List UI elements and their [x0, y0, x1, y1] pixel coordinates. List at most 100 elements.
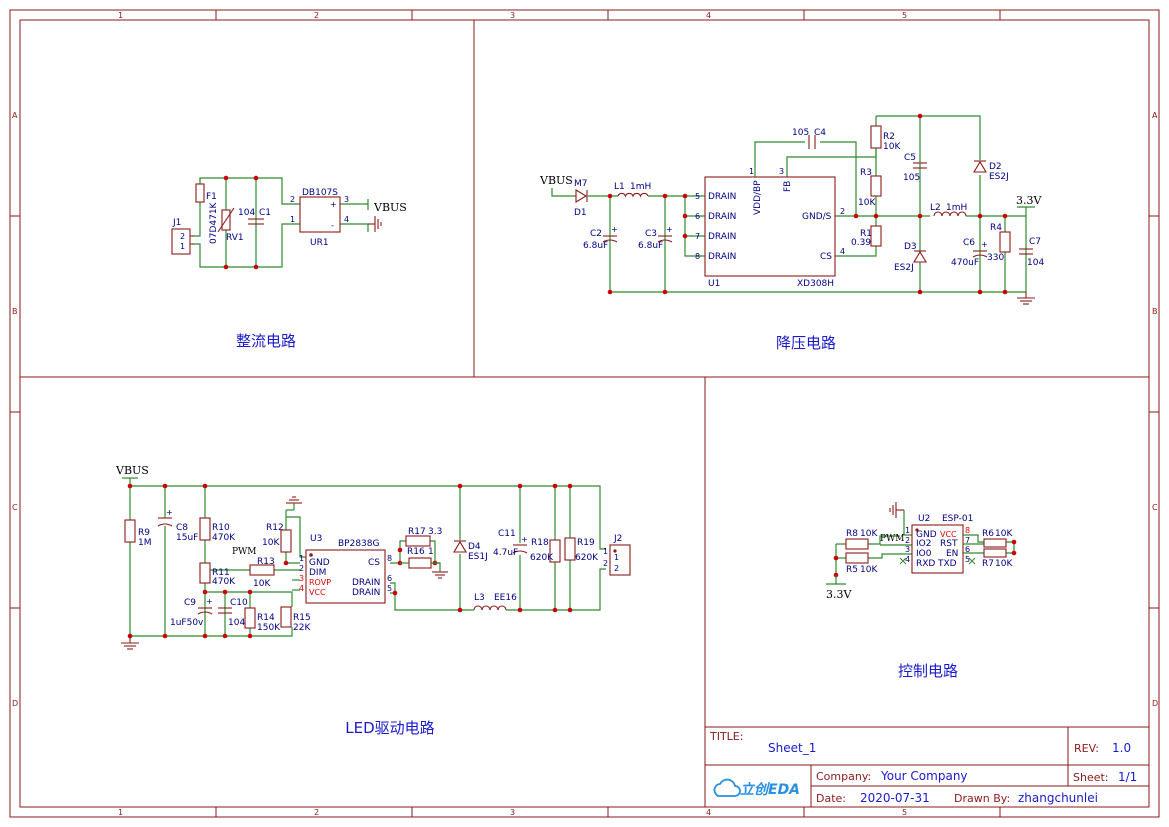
c5-ref: C5	[904, 153, 916, 163]
r18-resistor	[549, 539, 561, 563]
d3-ref: D3	[904, 242, 917, 252]
r19-resistor	[564, 537, 576, 561]
d1-diode	[575, 189, 588, 203]
r12-ref: R12	[266, 523, 284, 533]
u2-io2: IO2	[916, 539, 931, 549]
u2-rxd: RXD	[916, 559, 935, 569]
u2-value: ESP-01	[942, 514, 973, 524]
u2-esp01	[911, 524, 964, 574]
ur1-minus: -	[331, 221, 334, 230]
j1-ref: J1	[172, 218, 181, 228]
buck-vbus-label: VBUS	[539, 174, 573, 187]
f1-ref: F1	[206, 192, 217, 202]
r9-ref: R9	[138, 528, 150, 538]
c11-ref: C11	[498, 529, 516, 539]
drawn-label: Drawn By:	[954, 792, 1010, 805]
ur1-pin4: 4	[344, 215, 349, 224]
u3-value: BP2838G	[338, 539, 380, 549]
ruler-row-d: D	[12, 699, 18, 708]
section-title-control: 控制电路	[898, 662, 958, 680]
u3-drain-1: DRAIN	[352, 578, 380, 588]
ruler-row-d-right: D	[1152, 699, 1158, 708]
sheet-value: 1/1	[1118, 770, 1137, 784]
r13-ref: R13	[257, 557, 275, 567]
u2-pin4: 4	[905, 555, 910, 564]
c3-value: 6.8uF	[638, 241, 663, 251]
d3-value: ES2J	[894, 263, 914, 273]
c11-value: 4.7uF	[493, 548, 518, 558]
led-gnd-bottom-symbol	[121, 636, 139, 650]
ruler-col-4-bottom: 4	[706, 808, 711, 817]
r2-ref: R2	[883, 132, 895, 142]
ruler-col-4: 4	[706, 11, 711, 20]
u1-fb: FB	[783, 181, 793, 192]
ur1-pin3: 3	[344, 195, 349, 204]
buck-gnd-symbol	[1017, 292, 1035, 305]
r18-value: 620K	[530, 553, 554, 563]
rectifier-circuit: J1 2 1 F1 RV1 07D471K 104 C1 DB107S UR1 …	[171, 175, 407, 270]
j2-pin2: 2	[614, 564, 619, 573]
u1-pin8: 8	[695, 252, 700, 261]
u2-pin2: 2	[905, 536, 910, 545]
ruler-col-3: 3	[510, 11, 515, 20]
r6-resistor	[983, 538, 1007, 548]
c9-plus: +	[206, 597, 213, 606]
l1-ref: L1	[614, 182, 625, 192]
d4-ref: D4	[468, 542, 481, 552]
ur1-pin1: 1	[290, 215, 295, 224]
c9-ref: C9	[184, 598, 196, 608]
u2-gnd: GND	[916, 530, 937, 540]
r6-value: 10K	[995, 529, 1013, 539]
r15-value: 22K	[293, 623, 311, 633]
c6-plus: +	[981, 240, 988, 249]
u3-pin1: 1	[299, 554, 304, 563]
u1-pin4: 4	[840, 247, 845, 256]
u3-pin6: 6	[387, 574, 392, 583]
ctrl-gnd-symbol	[889, 502, 904, 518]
u2-pin3: 3	[905, 545, 910, 554]
rev-value: 1.0	[1112, 741, 1131, 755]
d4-value: ES1J	[468, 552, 488, 562]
u1-pin1: 1	[749, 167, 754, 176]
c7-ref: C7	[1029, 237, 1041, 247]
u1-gnd-s: GND/S	[802, 212, 832, 222]
title-value: Sheet_1	[768, 741, 816, 755]
u1-pin5: 5	[695, 192, 700, 201]
r14-resistor	[244, 607, 256, 629]
ruler-row-a-right: A	[1152, 111, 1158, 120]
ur1-value: DB107S	[302, 188, 338, 198]
sheet-frame	[9, 9, 1160, 818]
drawn-value: zhangchunlei	[1018, 791, 1098, 805]
c10-ref: C10	[230, 598, 248, 608]
control-circuit: 3.3V PWM R8 10K R5 10K U2 ESP-01 GND IO2…	[826, 502, 1017, 601]
u1-ref: U1	[708, 279, 720, 289]
u2-txd: TXD	[937, 559, 957, 569]
u3-pin8: 8	[387, 554, 392, 563]
r1-value: 0.39	[851, 238, 871, 248]
c5-value: 105	[903, 173, 920, 183]
d2-value: ES2J	[989, 172, 1009, 182]
ctrl-pwm-label: PWM	[880, 534, 905, 544]
r1-resistor	[870, 225, 882, 247]
ruler-col-1-bottom: 1	[118, 808, 123, 817]
j2-pin1-outer: 1	[603, 547, 608, 556]
d1-ref: D1	[574, 208, 587, 218]
r18-ref: R18	[531, 538, 549, 548]
u3-rovp: ROVP	[309, 578, 331, 587]
c4-value: 105	[792, 128, 809, 138]
section-title-rectifier: 整流电路	[236, 332, 296, 350]
buck-3v3-label: 3.3V	[1016, 194, 1042, 207]
c6-value: 470uF	[951, 258, 979, 268]
u3-gnd: GND	[309, 558, 330, 568]
u1-drain-3: DRAIN	[708, 232, 736, 242]
ruler-col-2: 2	[314, 11, 319, 20]
ruler-col-3-bottom: 3	[510, 808, 515, 817]
f1-fuse	[195, 183, 205, 203]
r11-value: 470K	[212, 577, 236, 587]
title-label: TITLE:	[709, 730, 743, 743]
ruler-col-5-bottom: 5	[902, 808, 907, 817]
u3-vcc: VCC	[309, 588, 326, 597]
r8-resistor	[845, 538, 869, 550]
ur1-ref: UR1	[310, 238, 329, 248]
